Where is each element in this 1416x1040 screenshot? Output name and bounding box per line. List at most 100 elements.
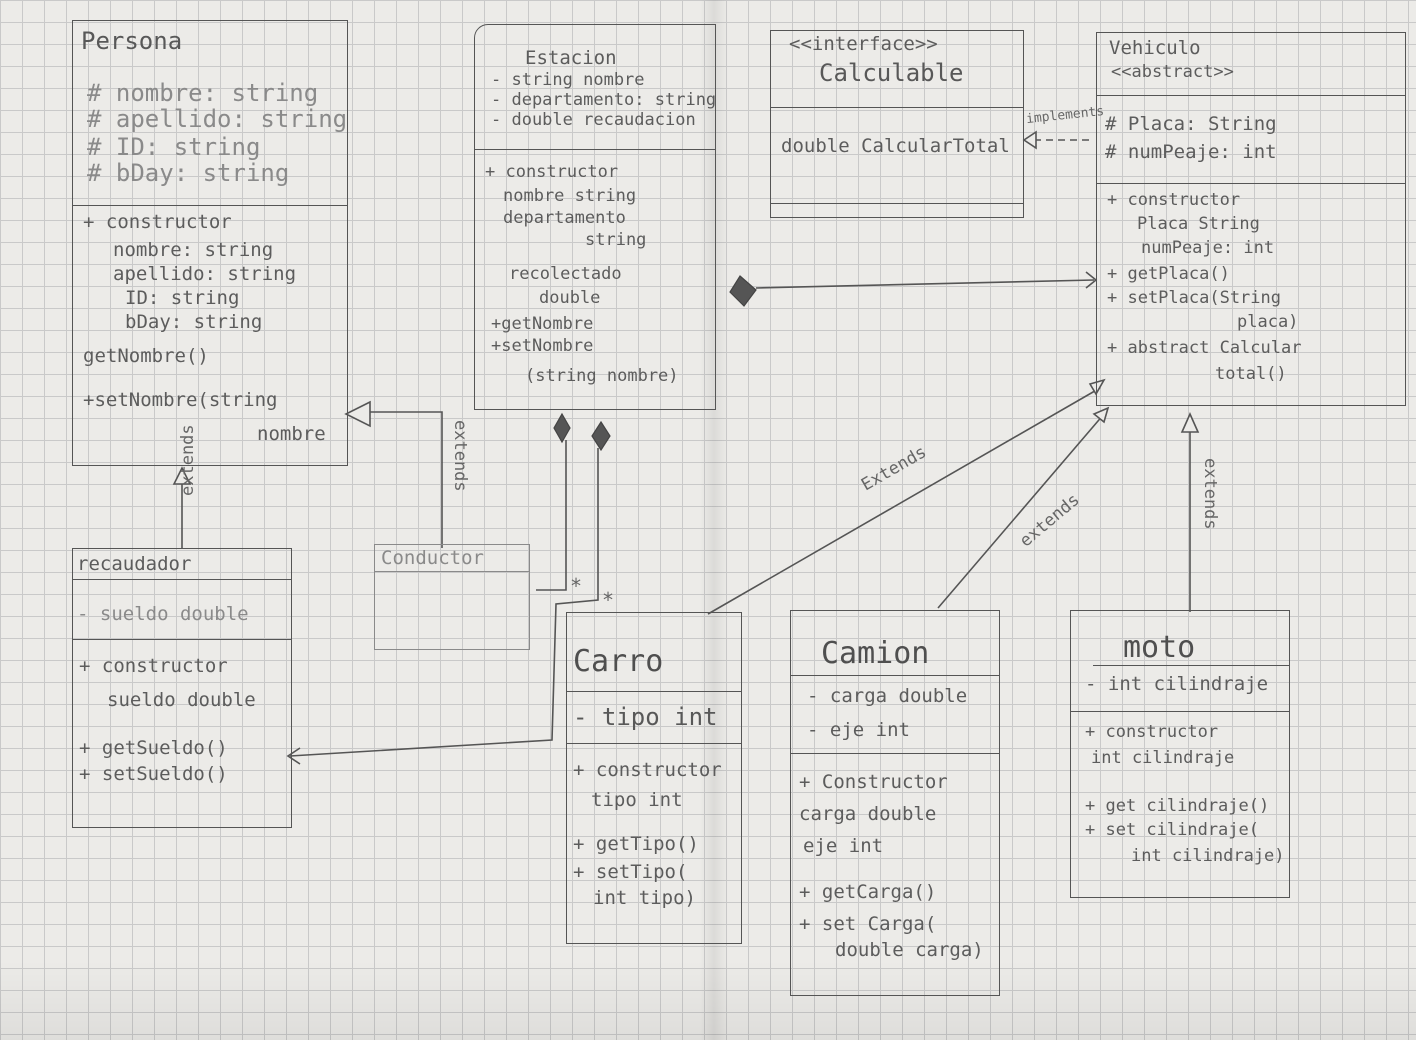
method: (string nombre): [525, 366, 679, 386]
separator: [567, 743, 741, 744]
method: + constructor: [83, 211, 232, 233]
separator: [1097, 183, 1405, 184]
separator: [791, 675, 999, 676]
class-estacion: Estacion - string nombre - departamento:…: [474, 24, 716, 410]
class-moto: moto - int cilindraje + constructor int …: [1070, 610, 1290, 898]
composition-diamond-2: [591, 420, 611, 452]
conductor-extends-line: [368, 411, 443, 548]
method: double: [539, 288, 601, 308]
method: + getSueldo(): [79, 737, 228, 759]
recaudador-extends-arrowhead: [172, 466, 192, 485]
method: + constructor: [485, 162, 619, 182]
method: string: [585, 230, 647, 250]
method: carga double: [799, 803, 937, 825]
class-name: Camion: [821, 636, 930, 671]
stereotype: <<abstract>>: [1111, 62, 1234, 82]
method: recolectado: [509, 264, 622, 284]
class-vehiculo: Vehiculo <<abstract>> # Placa: String # …: [1096, 32, 1406, 406]
method: + getTipo(): [573, 833, 699, 855]
attribute: # ID: string: [87, 133, 261, 161]
attribute: # apellido: string: [87, 105, 348, 133]
method: numPeaje: int: [1141, 238, 1275, 258]
class-name: Carro: [573, 644, 664, 679]
separator: [73, 639, 291, 640]
method: + get cilindraje(): [1085, 796, 1270, 816]
attribute: # Placa: String: [1105, 113, 1277, 135]
method: double carga): [835, 939, 984, 961]
class-name: Calculable: [819, 59, 964, 87]
attribute: - int cilindraje: [1085, 673, 1269, 695]
attribute: - tipo int: [573, 703, 718, 731]
attribute: - string nombre: [491, 70, 645, 90]
method: double CalcularTotal: [781, 135, 1010, 157]
method: + constructor: [1085, 722, 1219, 742]
paper-fold: [700, 0, 728, 1040]
method: tipo int: [591, 789, 683, 811]
carro-extends-arrowhead: [1088, 378, 1106, 396]
class-persona: Persona # nombre: string # apellido: str…: [72, 20, 348, 466]
method: + abstract Calcular: [1107, 338, 1302, 358]
method: + set cilindraje(: [1085, 820, 1259, 840]
attribute: # bDay: string: [87, 159, 290, 187]
interface-calculable: <<interface>> Calculable double Calcular…: [770, 30, 1024, 218]
method: nombre: string: [113, 239, 274, 261]
attribute: - carga double: [807, 685, 968, 707]
method: nombre string: [503, 186, 637, 206]
method: bDay: string: [125, 311, 263, 333]
estacion-aggregation-line-2: [289, 448, 599, 757]
separator: [375, 571, 529, 572]
moto-extends-label: extends: [1200, 458, 1220, 530]
separator: [475, 149, 715, 150]
method: total(): [1215, 364, 1287, 384]
separator: [771, 203, 1023, 204]
method: + constructor: [573, 759, 722, 781]
method: +setNombre: [491, 336, 594, 356]
class-name: Conductor: [381, 547, 484, 569]
class-name: Estacion: [525, 47, 617, 69]
separator: [567, 691, 741, 692]
separator: [1097, 95, 1405, 96]
attribute: # numPeaje: int: [1105, 141, 1277, 163]
attribute: - departamento: string: [491, 90, 717, 110]
class-name: moto: [1123, 630, 1196, 665]
method: eje int: [803, 835, 884, 857]
estacion-vehiculo-line: [755, 279, 1095, 289]
separator: [73, 579, 291, 580]
method: departamento: [503, 208, 626, 228]
class-conductor: Conductor: [374, 544, 530, 650]
conductor-extends-label: extends: [450, 420, 470, 492]
attribute: # nombre: string: [87, 79, 319, 107]
separator: [771, 107, 1023, 108]
method: ID: string: [125, 287, 240, 309]
method: +setNombre(string: [83, 389, 278, 411]
class-camion: Camion - carga double - eje int + Constr…: [790, 610, 1000, 996]
class-recaudador: recaudador - sueldo double + constructor…: [72, 548, 292, 828]
method: +getNombre: [491, 314, 594, 334]
method: Placa String: [1137, 214, 1260, 234]
class-name: recaudador: [77, 553, 192, 575]
class-name: Vehiculo: [1109, 37, 1201, 59]
paper-shadow: [0, 960, 1416, 1040]
attribute: - double recaudacion: [491, 110, 696, 130]
carro-extends-line: [707, 387, 1101, 615]
separator: [1093, 665, 1289, 666]
moto-extends-arrowhead: [1180, 412, 1200, 433]
composition-diamond-1: [553, 412, 571, 444]
stereotype: <<interface>>: [789, 33, 938, 55]
class-carro: Carro - tipo int + constructor tipo int …: [566, 612, 742, 944]
method: int tipo): [593, 887, 696, 909]
method: + getCarga(): [799, 881, 937, 903]
multiplicity-label: *: [570, 574, 583, 598]
conductor-extends-arrowhead: [344, 400, 371, 428]
method: + constructor: [79, 655, 228, 677]
method: + setSueldo(): [79, 763, 228, 785]
recaudador-arrowhead: [286, 747, 301, 765]
method: + constructor: [1107, 190, 1241, 210]
method: + setTipo(: [573, 861, 688, 883]
multiplicity-label: *: [602, 588, 615, 612]
method: nombre: [257, 423, 326, 445]
method: getNombre(): [83, 345, 209, 367]
attribute: - sueldo double: [77, 603, 249, 625]
